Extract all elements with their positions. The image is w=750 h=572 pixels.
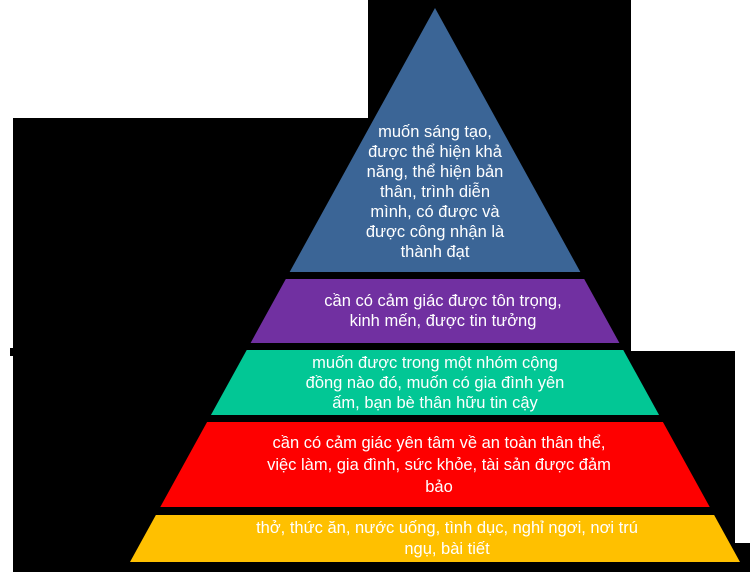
level-text-line: ấm, bạn bè thân hữu tin cậy bbox=[332, 393, 538, 412]
pyramid-level-safety: cần có cảm giác yên tâm về an toàn thân … bbox=[130, 422, 740, 507]
level-text-line: việc làm, gia đình, sức khỏe, tài sản đư… bbox=[267, 455, 611, 474]
pyramid-level-physiological: thở, thức ăn, nước uống, tình dục, nghỉ … bbox=[130, 515, 740, 562]
level-text-line: muốn được trong một nhóm cộng bbox=[312, 353, 558, 372]
level-text-line: kinh mến, được tin tưởng bbox=[349, 312, 537, 330]
background-page-left-column bbox=[0, 118, 13, 572]
level-text-line: năng, thể hiện bản bbox=[366, 163, 504, 181]
level-text-line: muốn sáng tạo, bbox=[378, 123, 492, 141]
background-page-right-column bbox=[735, 0, 750, 543]
level-text-line: ngụ, bài tiết bbox=[404, 539, 490, 558]
level-text-safety: cần có cảm giác yên tâm về an toàn thân … bbox=[267, 432, 611, 498]
level-text-line: đồng nào đó, muốn có gia đình yên bbox=[305, 373, 565, 392]
level-text-social-belonging: muốn được trong một nhóm cộng đồng nào đ… bbox=[306, 353, 565, 413]
level-text-line: cần có cảm giác yên tâm về an toàn thân … bbox=[272, 433, 606, 452]
level-text-self-actualization: muốn sáng tạo, được thể hiện khả năng, t… bbox=[366, 122, 504, 262]
level-text-line: thở, thức ăn, nước uống, tình dục, nghỉ … bbox=[256, 518, 638, 537]
level-text-line: được thể hiện khả bbox=[368, 143, 502, 161]
level-text-line: thân, trình diễn bbox=[379, 183, 491, 201]
level-text-line: được công nhận là bbox=[365, 223, 505, 241]
pyramid-level-social-belonging: muốn được trong một nhóm cộng đồng nào đ… bbox=[130, 350, 740, 415]
level-text-esteem: cần có cảm giác được tôn trọng, kinh mến… bbox=[324, 291, 561, 331]
level-text-line: thành đạt bbox=[400, 243, 470, 261]
level-text-physiological: thở, thức ăn, nước uống, tình dục, nghỉ … bbox=[256, 518, 638, 560]
background-page-top-left bbox=[0, 0, 368, 118]
background-black-notch bbox=[10, 348, 13, 356]
background-page-top-right bbox=[631, 0, 750, 351]
level-text-line: cần có cảm giác được tôn trọng, bbox=[324, 292, 562, 310]
level-text-line: bảo bbox=[425, 477, 453, 496]
level-text-line: mình, có được và bbox=[370, 203, 500, 221]
